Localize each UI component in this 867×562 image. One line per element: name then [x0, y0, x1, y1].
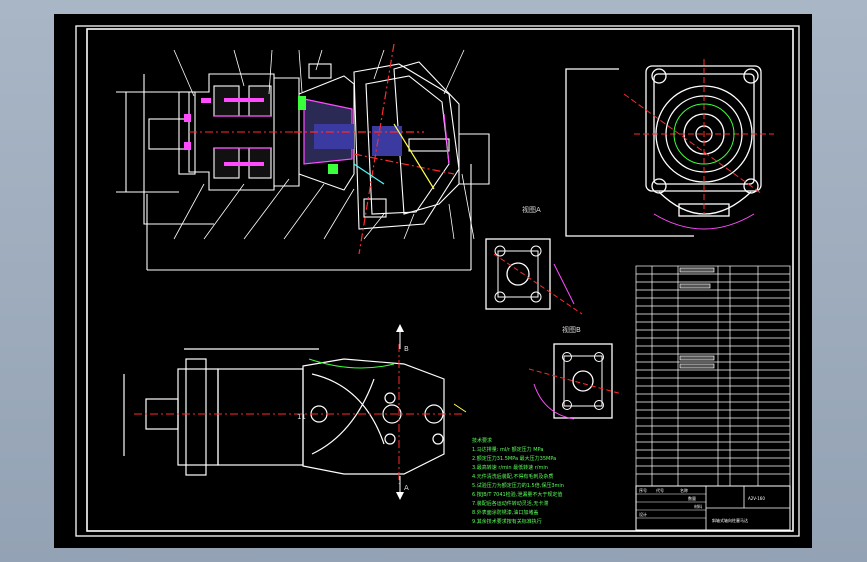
- tech-note-4: 4.元件清洗后装配,不得有毛刺及杂质: [472, 473, 553, 480]
- tech-note-8: 8.外表面涂防锈漆,油口加堵盖: [472, 509, 538, 516]
- view-b: 视图B: [528, 325, 623, 420]
- drawing-viewport[interactable]: 视图A 视图B: [54, 14, 812, 548]
- lower-plan-view: [123, 348, 445, 476]
- technical-notes: 技术要求 1.马达排量: ml/r 额定压力 MPa 2.额定压力31.5MPa…: [472, 437, 564, 525]
- tech-note-6: 6.按JB/T 7041检验,泄漏量不大于规定值: [472, 491, 562, 498]
- main-view-color-details: [184, 43, 455, 255]
- title-header-seq: 序号: [639, 487, 647, 493]
- main-section-view: [116, 61, 490, 271]
- title-header-code: 代号: [656, 487, 664, 493]
- end-view-color-details: [623, 59, 774, 230]
- tech-note-7: 7.装配后各运动件转动灵活,无卡滞: [472, 500, 548, 507]
- arrow-a-label: A: [404, 484, 409, 492]
- end-view: [565, 65, 762, 237]
- drawing-number: A2V-160: [748, 496, 765, 501]
- view-a: 视图A: [485, 205, 583, 315]
- view-a-label: 视图A: [522, 205, 541, 214]
- inner-frame: [86, 28, 794, 532]
- outer-frame: [75, 25, 800, 537]
- lower-view-color-details: [134, 344, 467, 484]
- tech-note-5: 5.试验压力为额定压力的1.5倍,保压3min: [472, 482, 564, 489]
- tech-note-9: 9.其余技术要求按有关标准执行: [472, 518, 542, 525]
- title-header-name: 名称: [680, 487, 688, 493]
- title-header-material: 材料: [694, 503, 702, 509]
- parts-list: [635, 265, 791, 487]
- tech-note-3: 3.最高转速 r/min 最低转速 r/min: [472, 464, 548, 471]
- tech-req-title: 技术要求: [472, 437, 492, 444]
- cad-drawing-sheet: 视图A 视图B: [75, 25, 800, 537]
- section-number: 11: [297, 413, 306, 421]
- arrow-b-label: B: [404, 345, 409, 353]
- view-b-label: 视图B: [562, 325, 581, 334]
- drawing-name: 斜轴式轴向柱塞马达: [712, 517, 748, 523]
- title-header-qty: 数量: [688, 495, 696, 501]
- section-arrows: B A 11: [297, 324, 409, 500]
- title-block: 序号 代号 名称 数量 材料 设计 A2V-160 斜轴式轴向柱塞马达: [635, 485, 791, 531]
- tech-note-2: 2.额定压力31.5MPa 最大压力35MPa: [472, 455, 556, 462]
- leader-lines: [173, 49, 475, 240]
- title-designer-label: 设计: [639, 511, 647, 517]
- tech-note-1: 1.马达排量: ml/r 额定压力 MPa: [472, 446, 543, 453]
